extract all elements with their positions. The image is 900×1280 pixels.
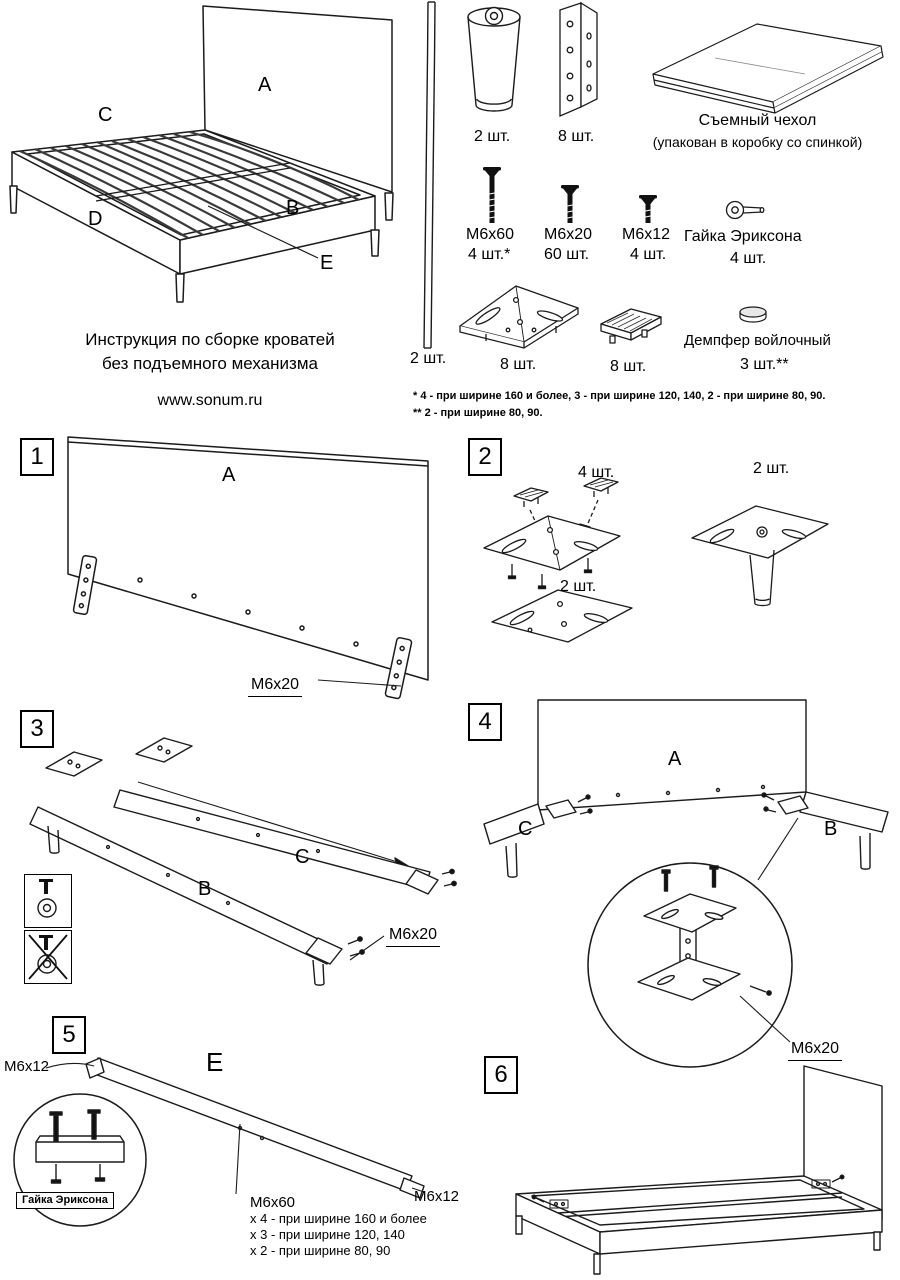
damper-block-part-drawing bbox=[600, 308, 662, 344]
step5-number: 5 bbox=[52, 1016, 86, 1054]
label-e-leader bbox=[207, 205, 319, 259]
step4-bolt-label: М6х20 bbox=[788, 1040, 843, 1062]
bolt-m6x20-icon bbox=[561, 185, 579, 223]
step1-label-a: A bbox=[222, 464, 236, 486]
overview-label-d: D bbox=[88, 208, 103, 230]
bolt-m6x12-name: М6х12 bbox=[622, 226, 671, 243]
bracket-part-drawing bbox=[559, 1, 598, 117]
step2-qty-top: 4 шт. bbox=[578, 464, 615, 481]
doc-title-line1: Инструкция по сборке кроватей bbox=[85, 330, 335, 349]
step5-m6x12-left-label: М6х12 bbox=[4, 1058, 50, 1075]
wrong-fastener-warning-box bbox=[24, 930, 72, 984]
overview-label-b: B bbox=[286, 197, 300, 219]
footnote-1: * 4 - при ширине 160 и более, 3 - при ши… bbox=[413, 390, 826, 402]
step4-label-c: C bbox=[518, 818, 533, 840]
step5-m6x60-label: М6х60 bbox=[250, 1194, 296, 1211]
cover-note: (упакован в коробку со спинкой) bbox=[652, 134, 863, 150]
doc-title-line2: без подъемного механизма bbox=[102, 354, 318, 373]
step5-center-beam-drawing bbox=[13, 1057, 425, 1227]
felt-damper-icon bbox=[739, 306, 767, 323]
bolt-m6x60-qty: 4 шт.* bbox=[468, 246, 511, 263]
erikson-nut-qty: 4 шт. bbox=[730, 250, 767, 267]
footnote-2: ** 2 - при ширине 80, 90. bbox=[413, 407, 543, 419]
step1-headboard-drawing bbox=[67, 436, 429, 700]
step3-bolt-label: М6х20 bbox=[386, 926, 441, 948]
step4-number: 4 bbox=[468, 703, 502, 741]
step5-label-e: E bbox=[206, 1047, 224, 1077]
cover-name: Съемный чехол bbox=[698, 112, 817, 129]
step5-m6x60-note3: х 2 - при ширине 80, 90 bbox=[250, 1243, 391, 1258]
cover-part-drawing bbox=[652, 23, 884, 114]
bolt-m6x60-name: М6х60 bbox=[466, 226, 515, 243]
step5-nut-label: Гайка Эриксона bbox=[16, 1192, 114, 1209]
bolt-into-nut-icon bbox=[37, 879, 57, 918]
step3-rails-drawing bbox=[29, 737, 457, 986]
step2-qty-bottom: 2 шт. bbox=[560, 578, 597, 595]
overview-label-e: E bbox=[320, 252, 334, 274]
felt-damper-qty: 3 шт.** bbox=[740, 356, 789, 373]
bolt-m6x12-icon bbox=[639, 195, 657, 223]
step1-bolt-label: М6х20 bbox=[248, 676, 303, 698]
step5-m6x60-note1: х 4 - при ширине 160 и более bbox=[250, 1211, 427, 1226]
erikson-nut-icon bbox=[725, 200, 765, 220]
step6-number: 6 bbox=[484, 1056, 518, 1094]
leg-qty: 2 шт. bbox=[474, 128, 511, 145]
corner-bracket-part-drawing bbox=[459, 285, 579, 349]
step3-label-b: B bbox=[198, 878, 212, 900]
crossed-out-fastener-icon bbox=[28, 934, 68, 980]
step6-assembled-frame-drawing bbox=[515, 1065, 883, 1275]
corner-bracket-qty: 8 шт. bbox=[500, 356, 537, 373]
felt-damper-name: Демпфер войлочный bbox=[684, 332, 831, 349]
step1-number: 1 bbox=[20, 438, 54, 476]
step2-number: 2 bbox=[468, 438, 502, 476]
step3-number: 3 bbox=[20, 710, 54, 748]
damper-block-qty: 8 шт. bbox=[610, 358, 647, 375]
bolt-m6x12-qty: 4 шт. bbox=[630, 246, 667, 263]
step4-assembly-drawing bbox=[483, 699, 889, 1068]
bracket-qty: 8 шт. bbox=[558, 128, 595, 145]
bed-slats bbox=[19, 130, 360, 239]
bolt-m6x20-name: М6х20 bbox=[544, 226, 593, 243]
website-url: www.sonum.ru bbox=[157, 392, 263, 409]
step3-label-c: C bbox=[295, 846, 310, 868]
step2-brackets-drawing bbox=[483, 477, 829, 643]
step2-qty-right: 2 шт. bbox=[753, 460, 790, 477]
bed-overview-drawing bbox=[9, 5, 394, 303]
step4-label-a: A bbox=[668, 748, 682, 770]
slat-qty: 2 шт. bbox=[410, 350, 447, 367]
step5-m6x12-right-label: М6х12 bbox=[414, 1188, 460, 1205]
leg-part-drawing bbox=[467, 6, 521, 112]
slat-part-drawing bbox=[423, 1, 436, 349]
bolt-m6x60-icon bbox=[483, 167, 501, 223]
center-beam-lines bbox=[95, 162, 291, 202]
overview-label-c: C bbox=[98, 104, 113, 126]
correct-fastener-hint-box bbox=[24, 874, 72, 928]
step5-m6x60-note2: х 3 - при ширине 120, 140 bbox=[250, 1227, 405, 1242]
erikson-nut-name: Гайка Эриксона bbox=[684, 228, 802, 245]
overview-label-a: A bbox=[258, 74, 272, 96]
step4-label-b: B bbox=[824, 818, 838, 840]
bolt-m6x20-qty: 60 шт. bbox=[544, 246, 590, 263]
